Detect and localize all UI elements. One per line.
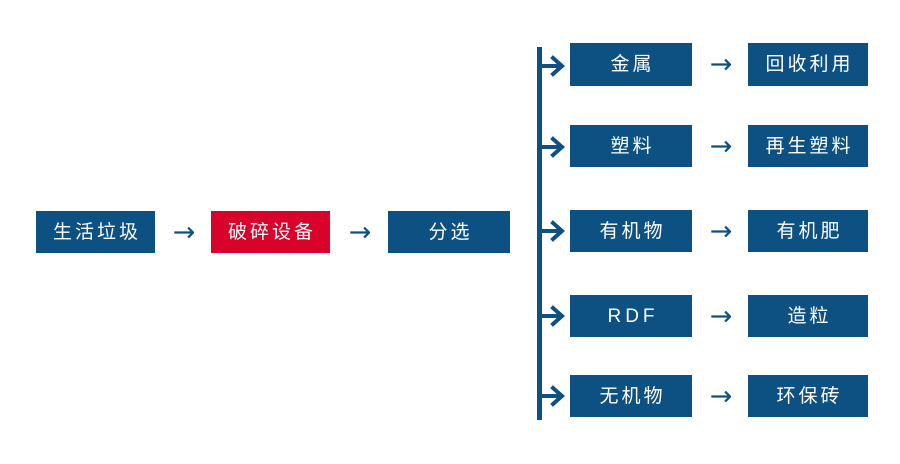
node-product-recycling[interactable]: 回收利用 [748,43,868,86]
node-material-metal[interactable]: 金属 [570,43,692,86]
node-crushing-equipment[interactable]: 破碎设备 [211,211,330,253]
node-product-organic-fertilizer[interactable]: 有机肥 [748,210,868,252]
arrow-right-icon-input-to-crusher: → [172,216,196,248]
branch-arrow-right-icon-rdf [539,302,567,330]
branch-spine-vertical-line [537,47,542,420]
branch-arrow-right-icon-inorganic [539,382,567,410]
arrow-right-icon-crusher-to-sorting: → [348,216,372,248]
node-product-eco-brick[interactable]: 环保砖 [748,375,868,417]
node-material-organic[interactable]: 有机物 [570,210,692,252]
branch-arrow-right-icon-organic [539,217,567,245]
node-material-inorganic[interactable]: 无机物 [570,375,692,417]
node-material-rdf[interactable]: RDF [570,295,692,337]
node-input-waste[interactable]: 生活垃圾 [36,211,155,253]
arrow-right-icon-plastic-to-recycled-plastic: → [709,130,733,162]
node-material-plastic[interactable]: 塑料 [570,125,692,167]
arrow-right-icon-organic-to-fertilizer: → [709,215,733,247]
arrow-right-icon-rdf-to-pelletizing: → [709,300,733,332]
node-product-recycled-plastic[interactable]: 再生塑料 [748,125,868,167]
branch-arrow-right-icon-plastic [539,133,567,161]
branch-arrow-right-icon-metal [539,52,567,80]
arrow-right-icon-inorganic-to-eco-brick: → [709,380,733,412]
node-sorting[interactable]: 分选 [388,211,510,253]
node-product-pelletizing[interactable]: 造粒 [748,295,868,337]
arrow-right-icon-metal-to-recycling: → [709,49,733,80]
